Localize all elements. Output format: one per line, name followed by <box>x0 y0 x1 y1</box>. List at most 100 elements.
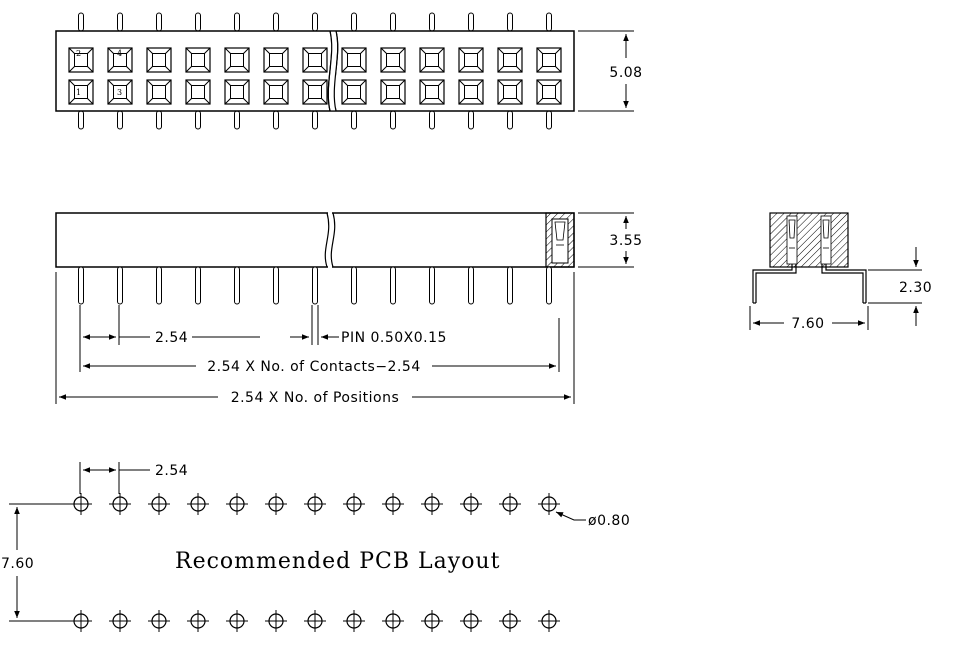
contact-socket <box>458 47 484 73</box>
side-pin <box>234 266 240 305</box>
contact-socket <box>536 47 562 73</box>
top-view: 2 4 1 3 5.08 <box>55 12 642 130</box>
dim-end-offset: 2.30 <box>899 280 932 296</box>
pcb-hole <box>226 610 248 632</box>
top-pin-down <box>78 110 84 130</box>
contact-socket <box>185 79 211 105</box>
pin-number-4: 4 <box>117 49 122 58</box>
contact-socket <box>341 79 367 105</box>
dim-contacts: 2.54 X No. of Contacts−2.54 <box>207 359 420 375</box>
pcb-hole <box>499 610 521 632</box>
side-view: 3.55 2.54 PIN 0.50X0.15 2.54 X No. of Co… <box>55 212 642 406</box>
pcb-hole <box>343 610 365 632</box>
contact-socket <box>302 79 328 105</box>
contact-socket <box>185 47 211 73</box>
dim-pcb-row-spacing: 7.60 <box>1 556 34 572</box>
contact-socket <box>107 47 133 73</box>
dim-top-height: 5.08 <box>609 65 642 81</box>
end-view-body <box>769 212 849 268</box>
contact-socket <box>224 47 250 73</box>
dim-positions: 2.54 X No. of Positions <box>231 390 400 406</box>
top-pin-up <box>234 12 240 32</box>
top-pin-up <box>390 12 396 32</box>
pcb-hole <box>538 493 560 515</box>
top-pin-up <box>117 12 123 32</box>
pcb-hole <box>382 493 404 515</box>
side-pin <box>195 266 201 305</box>
top-pin-up <box>273 12 279 32</box>
top-pin-down <box>546 110 552 130</box>
top-pin-down <box>390 110 396 130</box>
top-pins-up <box>78 12 552 32</box>
pcb-hole <box>70 493 92 515</box>
top-pin-down <box>234 110 240 130</box>
dim-end-width: 7.60 <box>791 316 824 332</box>
top-pin-up <box>195 12 201 32</box>
top-pin-down <box>351 110 357 130</box>
top-pin-down <box>195 110 201 130</box>
pcb-hole <box>499 493 521 515</box>
contact-socket <box>497 79 523 105</box>
pcb-hole <box>460 493 482 515</box>
side-pin <box>507 266 513 305</box>
side-view-break-line <box>324 212 336 268</box>
contact-socket <box>302 47 328 73</box>
contact-socket <box>380 47 406 73</box>
pcb-hole <box>421 493 443 515</box>
side-pin <box>78 266 84 305</box>
pcb-hole <box>538 610 560 632</box>
pcb-hole <box>187 610 209 632</box>
contact-socket <box>146 79 172 105</box>
pcb-hole <box>187 493 209 515</box>
contact-socket <box>263 79 289 105</box>
side-pin <box>312 266 318 305</box>
contact-socket <box>146 47 172 73</box>
top-contacts <box>68 47 562 105</box>
pcb-hole <box>382 610 404 632</box>
pcb-layout-title: Recommended PCB Layout <box>175 549 500 574</box>
side-pins <box>78 266 552 305</box>
contact-socket <box>224 79 250 105</box>
hole-leader <box>555 511 586 521</box>
pin-number-1: 1 <box>76 88 81 97</box>
contact-socket <box>458 79 484 105</box>
pcb-hole <box>70 610 92 632</box>
dim-pcb-pitch: 2.54 <box>155 463 188 479</box>
side-pin <box>117 266 123 305</box>
top-pin-down <box>507 110 513 130</box>
pcb-layout: 2.54 7.60 ø0.80 Recommended PCB Layout <box>1 462 630 632</box>
pcb-hole <box>226 493 248 515</box>
contact-socket <box>68 47 94 73</box>
contact-socket <box>419 79 445 105</box>
contact-socket <box>107 79 133 105</box>
contact-socket <box>263 47 289 73</box>
pcb-hole <box>343 493 365 515</box>
side-pin <box>546 266 552 305</box>
top-pin-up <box>468 12 474 32</box>
pin-number-3: 3 <box>117 88 122 97</box>
contact-socket <box>419 47 445 73</box>
pcb-hole <box>265 493 287 515</box>
top-pin-up <box>429 12 435 32</box>
top-pin-up <box>156 12 162 32</box>
side-pin <box>390 266 396 305</box>
side-pin <box>351 266 357 305</box>
top-pin-up <box>351 12 357 32</box>
pcb-holes <box>70 493 560 632</box>
pcb-hole <box>304 493 326 515</box>
contact-socket <box>380 79 406 105</box>
side-pin <box>429 266 435 305</box>
dim-side-height: 3.55 <box>609 233 642 249</box>
end-view: 7.60 2.30 <box>749 212 932 332</box>
side-view-body <box>55 212 575 268</box>
top-pins-down <box>78 110 552 130</box>
contact-socket <box>536 79 562 105</box>
contact-socket <box>497 47 523 73</box>
top-pin-up <box>312 12 318 32</box>
end-view-lead-right <box>821 264 867 303</box>
end-view-lead-left <box>752 264 797 303</box>
pin-number-2: 2 <box>76 49 81 58</box>
pcb-hole <box>148 493 170 515</box>
top-pin-up <box>546 12 552 32</box>
